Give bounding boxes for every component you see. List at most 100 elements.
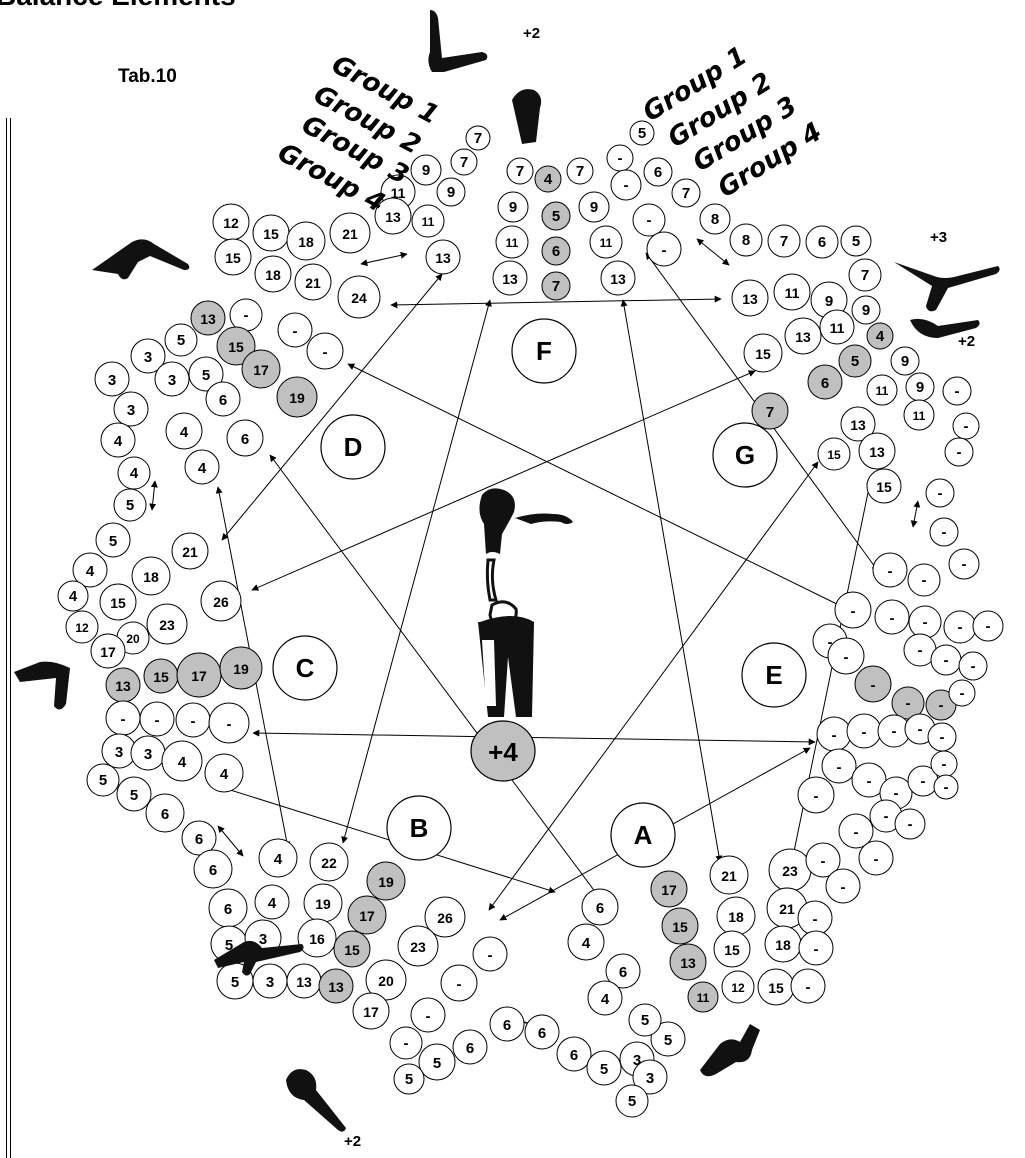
svg-text:7: 7 bbox=[780, 233, 788, 250]
svg-text:-: - bbox=[964, 418, 969, 435]
svg-text:-: - bbox=[922, 572, 927, 589]
svg-text:-: - bbox=[806, 979, 811, 996]
svg-text:9: 9 bbox=[901, 353, 909, 370]
svg-text:9: 9 bbox=[916, 379, 924, 396]
svg-text:-: - bbox=[906, 695, 911, 712]
score-circle: 7 bbox=[849, 259, 881, 291]
svg-text:4: 4 bbox=[268, 895, 277, 912]
score-circle: - bbox=[411, 998, 445, 1032]
svg-text:-: - bbox=[293, 323, 298, 340]
svg-text:9: 9 bbox=[590, 199, 598, 216]
svg-text:5: 5 bbox=[852, 233, 860, 250]
svg-text:6: 6 bbox=[241, 431, 249, 448]
score-circle: - bbox=[140, 702, 174, 736]
svg-text:6: 6 bbox=[209, 862, 217, 879]
score-circle: 4 bbox=[166, 413, 202, 449]
svg-text:-: - bbox=[890, 610, 895, 627]
score-circle: - bbox=[909, 606, 941, 638]
score-circle: 24 bbox=[338, 276, 380, 318]
svg-text:-: - bbox=[955, 383, 960, 400]
svg-text:D: D bbox=[344, 432, 363, 462]
svg-text:15: 15 bbox=[672, 919, 688, 935]
svg-text:15: 15 bbox=[768, 980, 784, 996]
svg-text:C: C bbox=[296, 653, 315, 683]
score-circle: - bbox=[633, 204, 665, 236]
score-circle: 7 bbox=[752, 393, 788, 429]
svg-text:-: - bbox=[155, 712, 160, 729]
score-circle: 18 bbox=[717, 897, 755, 935]
score-circle: - bbox=[230, 299, 262, 331]
score-circle: 6 bbox=[542, 237, 570, 265]
score-circle: - bbox=[949, 680, 975, 706]
svg-text:3: 3 bbox=[259, 931, 267, 948]
svg-text:5: 5 bbox=[851, 353, 859, 370]
score-circle: 4 bbox=[535, 166, 561, 192]
score-circle: 6 bbox=[582, 889, 618, 925]
score-circle: 9 bbox=[579, 192, 609, 222]
svg-text:3: 3 bbox=[144, 746, 152, 763]
score-circle: 18 bbox=[287, 222, 325, 260]
svg-text:6: 6 bbox=[570, 1047, 578, 1064]
svg-text:15: 15 bbox=[755, 346, 771, 362]
svg-text:E: E bbox=[765, 660, 782, 690]
svg-text:6: 6 bbox=[161, 806, 169, 823]
svg-text:4: 4 bbox=[86, 563, 95, 580]
svg-text:7: 7 bbox=[474, 130, 482, 147]
svg-text:-: - bbox=[624, 177, 629, 194]
score-circle: - bbox=[209, 703, 249, 743]
svg-text:6: 6 bbox=[619, 964, 627, 981]
svg-text:9: 9 bbox=[422, 162, 430, 179]
score-circle: 7 bbox=[768, 225, 800, 257]
score-circle: 13 bbox=[670, 944, 706, 980]
score-circle: - bbox=[791, 969, 825, 1003]
svg-text:6: 6 bbox=[538, 1025, 546, 1042]
svg-text:12: 12 bbox=[75, 621, 89, 635]
svg-text:-: - bbox=[939, 697, 944, 714]
svg-text:4: 4 bbox=[130, 465, 139, 482]
svg-text:-: - bbox=[854, 824, 859, 841]
section-F: F bbox=[512, 319, 576, 383]
score-circle: 4 bbox=[568, 924, 604, 960]
score-circle: 6 bbox=[525, 1015, 559, 1049]
score-circle: 13 bbox=[106, 668, 140, 702]
score-circle: 19 bbox=[367, 862, 405, 900]
score-circle: 5 bbox=[419, 1044, 455, 1080]
svg-text:4: 4 bbox=[178, 754, 187, 771]
svg-text:3: 3 bbox=[144, 349, 152, 366]
score-circle: - bbox=[278, 313, 312, 347]
svg-text:13: 13 bbox=[850, 417, 866, 433]
score-circle: 23 bbox=[398, 926, 438, 966]
score-circle: 15 bbox=[662, 908, 698, 944]
svg-text:26: 26 bbox=[437, 910, 453, 926]
svg-text:-: - bbox=[944, 652, 949, 669]
svg-text:6: 6 bbox=[818, 234, 826, 251]
svg-text:7: 7 bbox=[516, 163, 524, 180]
svg-text:3: 3 bbox=[115, 744, 123, 761]
svg-text:-: - bbox=[488, 947, 493, 964]
score-circle: 6 bbox=[209, 889, 247, 927]
svg-text:4: 4 bbox=[274, 851, 283, 868]
svg-text:17: 17 bbox=[253, 362, 269, 378]
score-circle: 15 bbox=[144, 659, 178, 693]
score-circle: 23 bbox=[147, 604, 187, 644]
connection-arrow bbox=[253, 733, 815, 742]
svg-text:13: 13 bbox=[610, 271, 626, 287]
score-circle: 13 bbox=[601, 261, 635, 295]
score-circle: 11 bbox=[688, 982, 718, 1012]
score-circle: - bbox=[928, 723, 956, 751]
svg-text:19: 19 bbox=[289, 390, 305, 406]
score-circle: - bbox=[611, 170, 641, 200]
score-circles: 45677911137911137799111113135-6-7-8-1215… bbox=[58, 121, 1003, 1117]
svg-text:13: 13 bbox=[435, 250, 451, 266]
score-circle: - bbox=[828, 638, 864, 674]
svg-text:5: 5 bbox=[126, 497, 134, 514]
section-A: A bbox=[611, 803, 675, 867]
svg-text:4: 4 bbox=[180, 424, 189, 441]
svg-text:17: 17 bbox=[363, 1004, 379, 1020]
score-circle: 4 bbox=[58, 581, 88, 611]
svg-text:15: 15 bbox=[263, 226, 279, 242]
svg-text:-: - bbox=[938, 485, 943, 502]
svg-text:5: 5 bbox=[231, 974, 239, 991]
score-circle: 15 bbox=[334, 931, 370, 967]
score-circle: 15 bbox=[758, 969, 794, 1005]
